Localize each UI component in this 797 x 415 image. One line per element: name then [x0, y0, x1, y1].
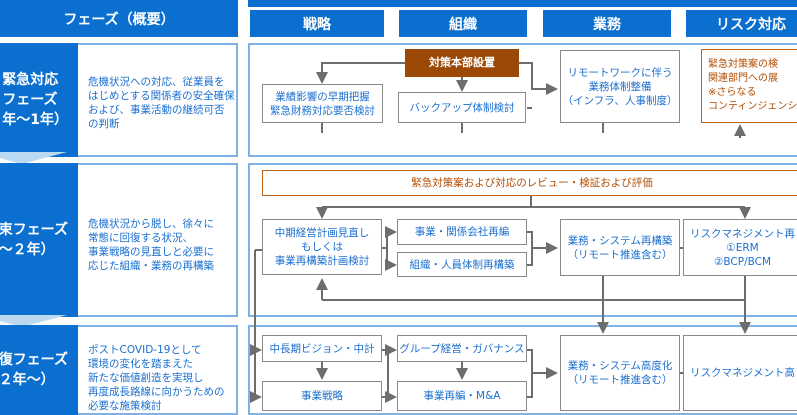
phase-emergency-desc: 危機状況への対応、従業員を はじめとする関係者の安全確保 および、事業活動の継続…	[78, 43, 238, 157]
row1-panel	[248, 43, 797, 157]
phase-recovery-desc: ポストCOVID-19として 環境の変化を踏まえた 新たな価値創造を実現し 再度…	[78, 325, 238, 415]
early-impact-box: 業績影響の早期把握 緊急財務対応要否検討	[262, 84, 383, 123]
risk-rebuild-box: リスクマネジメント再 ①ERM ②BCP/BCM	[683, 219, 797, 276]
vision-box: 中長期ビジョン・中計	[262, 335, 382, 362]
phase-emergency: 緊急対応 フェーズ 年～1年）	[0, 43, 78, 157]
column-header-risk: リスク対応	[686, 10, 797, 37]
risk-advance-box: リスクマネジメント高	[683, 335, 797, 411]
midplan-box: 中期経営計画見直し もしくは 事業再構築計画検討	[262, 219, 382, 275]
top-header-bar	[248, 0, 797, 7]
row2-panel	[248, 163, 797, 317]
org-rebuild-box: 組織・人員体制再構築	[397, 252, 527, 277]
column-header-operations: 業務	[543, 10, 671, 37]
hq-setup-box: 対策本部設置	[405, 49, 519, 77]
review-box: 緊急対策案および対応のレビュー・検証および評価	[262, 170, 797, 196]
remote-work-box: リモートワークに伴う 業務体制整備 （インフラ、人事制度）	[560, 50, 680, 123]
phase-header: フェーズ（概要）	[0, 0, 238, 37]
emergency-plan-box: 緊急対策案の検 関連部門への展 ※さらなる コンティンジェンシーの検	[701, 49, 797, 123]
backup-box: バックアップ体制検討	[398, 92, 526, 123]
ma-box: 事業再編・M&A	[397, 381, 527, 411]
down-arrow-icon	[0, 152, 67, 164]
ops-advance-box: 業務・システム高度化 （リモート推進含む）	[560, 335, 680, 411]
column-header-organization: 組織	[399, 10, 527, 37]
reorg-box: 事業・関係会社再編	[397, 219, 527, 245]
phase-recovery: 復フェーズ ２年～）	[0, 325, 78, 415]
down-arrow-icon	[0, 315, 67, 327]
biz-strategy-box: 事業戦略	[262, 381, 382, 411]
phase-convergence: 束フェーズ ～２年）	[0, 163, 78, 317]
column-header-strategy: 戦略	[250, 10, 384, 37]
ops-rebuild-box: 業務・システム再構築 （リモート推進含む）	[560, 219, 680, 276]
group-governance-box: グループ経営・ガバナンス	[397, 335, 527, 362]
phase-convergence-desc: 危機状況から脱し、徐々に 常態に回復する状況、 事業戦略の見直しと必要に 応じた…	[78, 163, 238, 317]
